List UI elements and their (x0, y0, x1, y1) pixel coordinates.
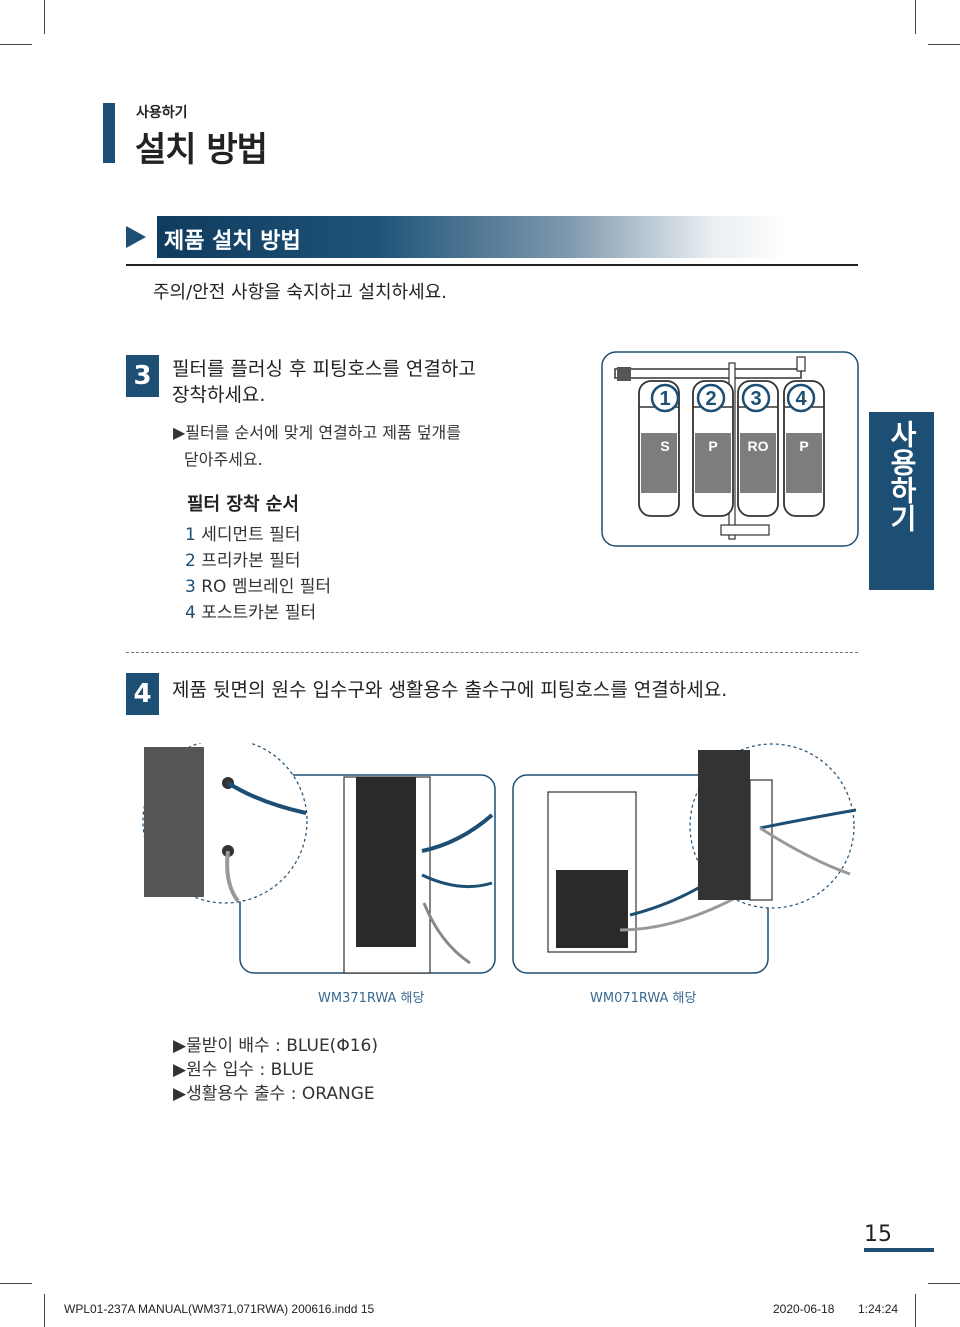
play-arrow-icon (126, 226, 146, 248)
crop-mark (44, 1294, 45, 1327)
crop-mark (0, 44, 32, 45)
step-number-badge: 3 (126, 355, 159, 397)
filter-tag: P (708, 438, 717, 454)
crop-mark (0, 1283, 32, 1284)
crop-mark (928, 44, 960, 45)
side-tab (869, 412, 934, 590)
page-number-underline (864, 1248, 934, 1252)
footer-date: 2020-06-18 (773, 1302, 835, 1316)
crop-mark (915, 0, 916, 34)
filter-order-title: 필터 장착 순서 (187, 494, 299, 515)
filter-number: 1 (659, 388, 670, 410)
step-number-badge: 4 (126, 673, 159, 715)
wm071rwa-rear-illustration (512, 743, 857, 974)
footer-time: 1:24:24 (858, 1302, 899, 1316)
crop-mark (928, 1283, 960, 1284)
filter-tag: P (799, 438, 808, 454)
crop-mark (915, 1294, 916, 1327)
section-label: 사용하기 (136, 105, 188, 121)
filter-order-item: 1 세디먼트 필터 (185, 525, 301, 545)
note-line: ▶물받이 배수 : BLUE(Φ16) (173, 1036, 378, 1056)
step3-text-line2: 장착하세요. (172, 384, 266, 406)
note-line: ▶생활용수 출수 : ORANGE (173, 1084, 375, 1104)
section-accent-bar (103, 103, 115, 163)
dashed-divider (126, 652, 858, 653)
divider (126, 264, 858, 266)
step3-bullet-line2: 닫아주세요. (184, 450, 263, 469)
caption-right: WM071RWA 해당 (590, 991, 697, 1006)
filter-tag: RO (748, 438, 769, 454)
step4-text: 제품 뒷면의 원수 입수구와 생활용수 출수구에 피팅호스를 연결하세요. (172, 679, 728, 701)
step3-text-line1: 필터를 플러싱 후 피팅호스를 연결하고 (172, 358, 476, 380)
filter-tag: S (660, 438, 669, 454)
side-tab-label: 사용하기 (885, 420, 919, 532)
wm371rwa-rear-illustration (142, 743, 496, 974)
filter-cartridges (638, 380, 825, 517)
page-number: 15 (864, 1222, 892, 1247)
crop-mark (44, 0, 45, 34)
filter-order-item: 2 프리카본 필터 (185, 551, 301, 571)
filter-order-item: 3 RO 멤브레인 필터 (185, 577, 332, 597)
footer-filename: WPL01-237A MANUAL(WM371,071RWA) 200616.i… (64, 1302, 375, 1316)
page-title: 설치 방법 (135, 130, 268, 170)
intro-text: 주의/안전 사항을 숙지하고 설치하세요. (153, 282, 447, 303)
filter-order-item: 4 포스트카본 필터 (185, 603, 317, 623)
note-line: ▶원수 입수 : BLUE (173, 1060, 315, 1080)
filter-number: 2 (705, 388, 716, 410)
filter-number: 4 (795, 388, 807, 410)
caption-left: WM371RWA 해당 (318, 991, 425, 1006)
step3-bullet-line1: ▶필터를 순서에 맞게 연결하고 제품 덮개를 (173, 423, 461, 442)
section-banner (157, 216, 787, 258)
filter-number: 3 (750, 388, 761, 410)
banner-title: 제품 설치 방법 (164, 229, 301, 254)
filter-assembly-illustration: 1 2 3 4 S P RO P (601, 351, 859, 547)
